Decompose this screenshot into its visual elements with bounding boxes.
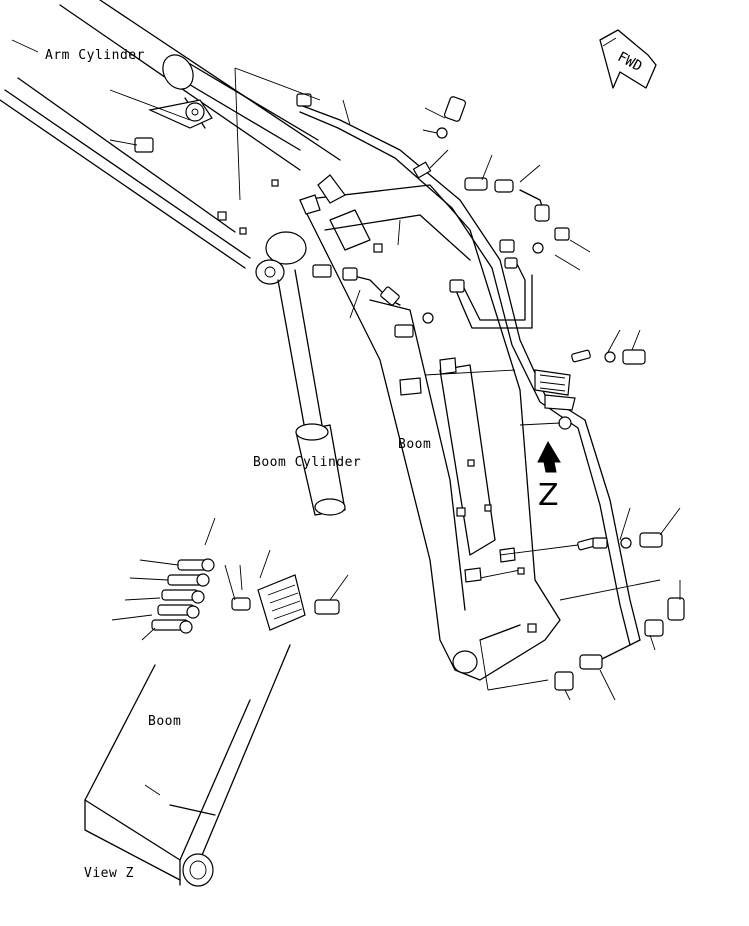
boom-body: [299, 184, 561, 681]
view-z-label: View Z: [84, 866, 134, 881]
boom-cylinder: [255, 231, 346, 516]
boom-cylinder-label: Boom Cylinder: [253, 455, 361, 470]
line-clamps: [299, 174, 576, 583]
view-z-detail: [84, 644, 291, 887]
z-marker-label: Z: [538, 478, 559, 513]
boom-view-label: Boom: [148, 714, 181, 729]
leader-lines: [234, 67, 681, 701]
arm-cylinder-label: Arm Cylinder: [45, 48, 145, 63]
fwd-arrow-icon: FWD: [599, 29, 657, 89]
view-z-bolts: [111, 517, 349, 641]
arm-structure: [0, 0, 341, 269]
view-direction-arrow-icon: [537, 440, 561, 473]
small-fastener-marks: [217, 179, 537, 633]
boom-label: Boom: [398, 437, 431, 452]
fwd-label: FWD: [615, 49, 645, 75]
arm-cylinder: [134, 54, 319, 153]
fittings-top: [296, 93, 685, 691]
